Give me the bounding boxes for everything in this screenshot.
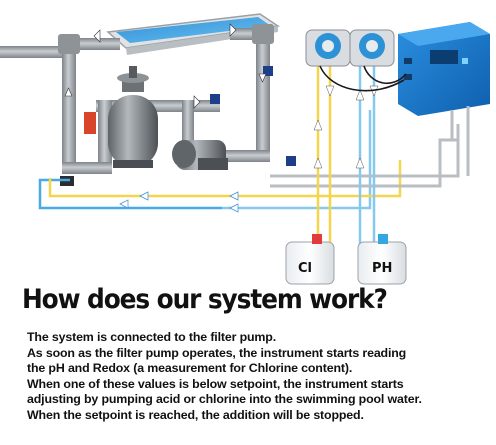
description: The system is connected to the filter pu…: [27, 330, 492, 424]
dosing-pump-ph: [349, 29, 395, 67]
description-line: the pH and Redox (a measurement for Chlo…: [27, 361, 353, 376]
headline: How does our system work?: [22, 284, 388, 315]
dosing-pump-chlorine: [305, 29, 351, 67]
canister-label-ph: PH: [372, 261, 392, 276]
pool-system-diagram: Cl PH: [0, 13, 490, 285]
water-line-arrows: [119, 191, 239, 213]
description-line: When the setpoint is reached, the additi…: [27, 407, 364, 422]
description-line: adjusting by pumping acid or chlorine in…: [27, 392, 422, 407]
controller-unit: [398, 22, 490, 116]
canister-chlorine: Cl: [285, 234, 335, 285]
description-line: The system is connected to the filter pu…: [27, 330, 276, 344]
controller-cables: [319, 65, 407, 92]
sand-filter: [108, 66, 158, 168]
canister-label-chlorine: Cl: [298, 261, 312, 276]
description-line: When one of these values is below setpoi…: [27, 376, 404, 391]
canister-ph: PH: [357, 234, 407, 285]
flow-arrows: [64, 23, 267, 109]
probe-lines: [450, 106, 470, 176]
description-line: As soon as the filter pump operates, the…: [27, 345, 407, 360]
heater-unit: [84, 112, 96, 134]
dosing-arrows: [313, 85, 379, 169]
circulation-pump: [172, 140, 228, 170]
water-lines: [38, 110, 460, 210]
